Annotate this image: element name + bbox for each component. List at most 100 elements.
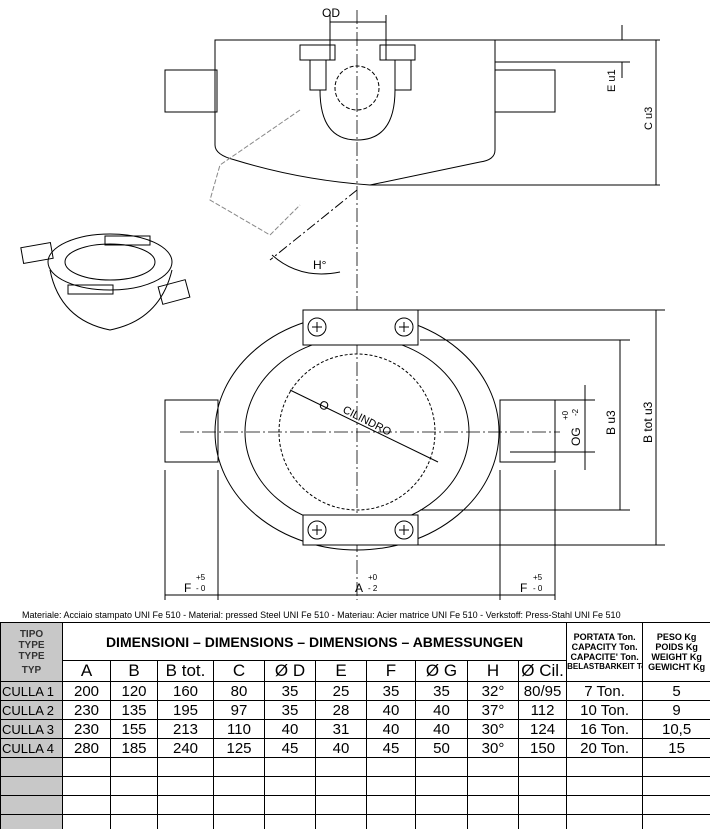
empty-cell xyxy=(264,814,316,829)
table-cell: 40 xyxy=(415,719,468,739)
empty-cell xyxy=(62,814,111,829)
empty-cell xyxy=(566,757,644,777)
empty-cell xyxy=(366,795,416,815)
table-cell: 30° xyxy=(467,719,519,739)
table-cell: 40 xyxy=(264,719,316,739)
table-cell: 28 xyxy=(315,700,367,720)
table-cell: 80 xyxy=(213,681,265,701)
empty-cell xyxy=(213,795,265,815)
table-cell: 40 xyxy=(366,719,416,739)
table-cell: 155 xyxy=(110,719,158,739)
empty-cell xyxy=(157,814,214,829)
material-note: Materiale: Acciaio stampato UNI Fe 510 -… xyxy=(22,610,621,620)
empty-cell xyxy=(566,795,644,815)
row-type: CULLA 3 xyxy=(0,719,63,739)
table-cell: 135 xyxy=(110,700,158,720)
capacity-header: PORTATA Ton.CAPACITY Ton.CAPACITE' Ton.B… xyxy=(566,622,644,682)
f-left-label: F xyxy=(184,581,191,595)
column-header: H xyxy=(467,660,519,682)
table-cell: 35 xyxy=(415,681,468,701)
table-cell: 10 Ton. xyxy=(566,700,644,720)
c-u3-label: C u3 xyxy=(643,107,655,130)
empty-cell xyxy=(366,757,416,777)
dimensions-header: DIMENSIONI – DIMENSIONS – DIMENSIONS – A… xyxy=(61,622,568,661)
f-right-tol-minus: - 0 xyxy=(533,584,543,593)
empty-cell xyxy=(467,795,519,815)
table-cell: 280 xyxy=(62,738,111,758)
column-header: B xyxy=(110,660,158,682)
side-view xyxy=(164,10,660,600)
empty-cell xyxy=(517,814,568,829)
table-cell: 200 xyxy=(62,681,111,701)
empty-cell xyxy=(517,776,568,796)
empty-cell xyxy=(264,795,316,815)
table-cell: 35 xyxy=(264,700,316,720)
empty-cell xyxy=(366,814,416,829)
empty-cell xyxy=(62,757,111,777)
empty-cell xyxy=(467,757,519,777)
table-cell: 50 xyxy=(415,738,468,758)
table-cell: 125 xyxy=(213,738,265,758)
empty-cell xyxy=(415,776,468,796)
od-label: OD xyxy=(322,6,340,20)
og-tol-minus: -2 xyxy=(571,408,580,416)
table-cell: 7 Ton. xyxy=(566,681,644,701)
table-cell: 40 xyxy=(415,700,468,720)
empty-row xyxy=(0,776,710,796)
empty-cell xyxy=(0,776,63,796)
empty-cell xyxy=(315,776,367,796)
empty-cell xyxy=(315,814,367,829)
empty-cell xyxy=(415,795,468,815)
table-cell: 15 xyxy=(642,738,710,758)
empty-cell xyxy=(415,757,468,777)
empty-cell xyxy=(517,795,568,815)
table-cell: 110 xyxy=(213,719,265,739)
empty-row xyxy=(0,757,710,777)
empty-cell xyxy=(213,757,265,777)
h-angle-label: H° xyxy=(313,258,327,272)
b-tot-u3-label: B tot u3 xyxy=(641,401,655,443)
empty-cell xyxy=(110,795,158,815)
table-cell: 9 xyxy=(642,700,710,720)
table-cell: 16 Ton. xyxy=(566,719,644,739)
f-right-label: F xyxy=(520,581,527,595)
empty-cell xyxy=(366,776,416,796)
column-header: B tot. xyxy=(157,660,214,682)
empty-cell xyxy=(467,776,519,796)
empty-cell xyxy=(467,814,519,829)
empty-cell xyxy=(0,814,63,829)
table-cell: 230 xyxy=(62,700,111,720)
table-cell: 5 xyxy=(642,681,710,701)
e-u1-label: E u1 xyxy=(606,69,618,92)
column-header: C xyxy=(213,660,265,682)
empty-cell xyxy=(566,814,644,829)
column-header: Ø Cil. xyxy=(517,660,568,682)
table-cell: 35 xyxy=(366,681,416,701)
empty-cell xyxy=(110,757,158,777)
table-cell: 112 xyxy=(517,700,568,720)
table-cell: 97 xyxy=(213,700,265,720)
table-cell: 37° xyxy=(467,700,519,720)
empty-cell xyxy=(0,795,63,815)
table-cell: 120 xyxy=(110,681,158,701)
empty-cell xyxy=(642,776,710,796)
table-cell: 35 xyxy=(264,681,316,701)
table-cell: 20 Ton. xyxy=(566,738,644,758)
column-header: A xyxy=(62,660,111,682)
empty-cell xyxy=(566,776,644,796)
empty-row xyxy=(0,814,710,829)
plan-view xyxy=(164,309,665,600)
og-label: OG xyxy=(569,427,583,446)
row-type: CULLA 4 xyxy=(0,738,63,758)
empty-cell xyxy=(642,757,710,777)
empty-cell xyxy=(110,814,158,829)
table-cell: 160 xyxy=(157,681,214,701)
empty-cell xyxy=(642,795,710,815)
table-cell: 185 xyxy=(110,738,158,758)
table-cell: 45 xyxy=(366,738,416,758)
